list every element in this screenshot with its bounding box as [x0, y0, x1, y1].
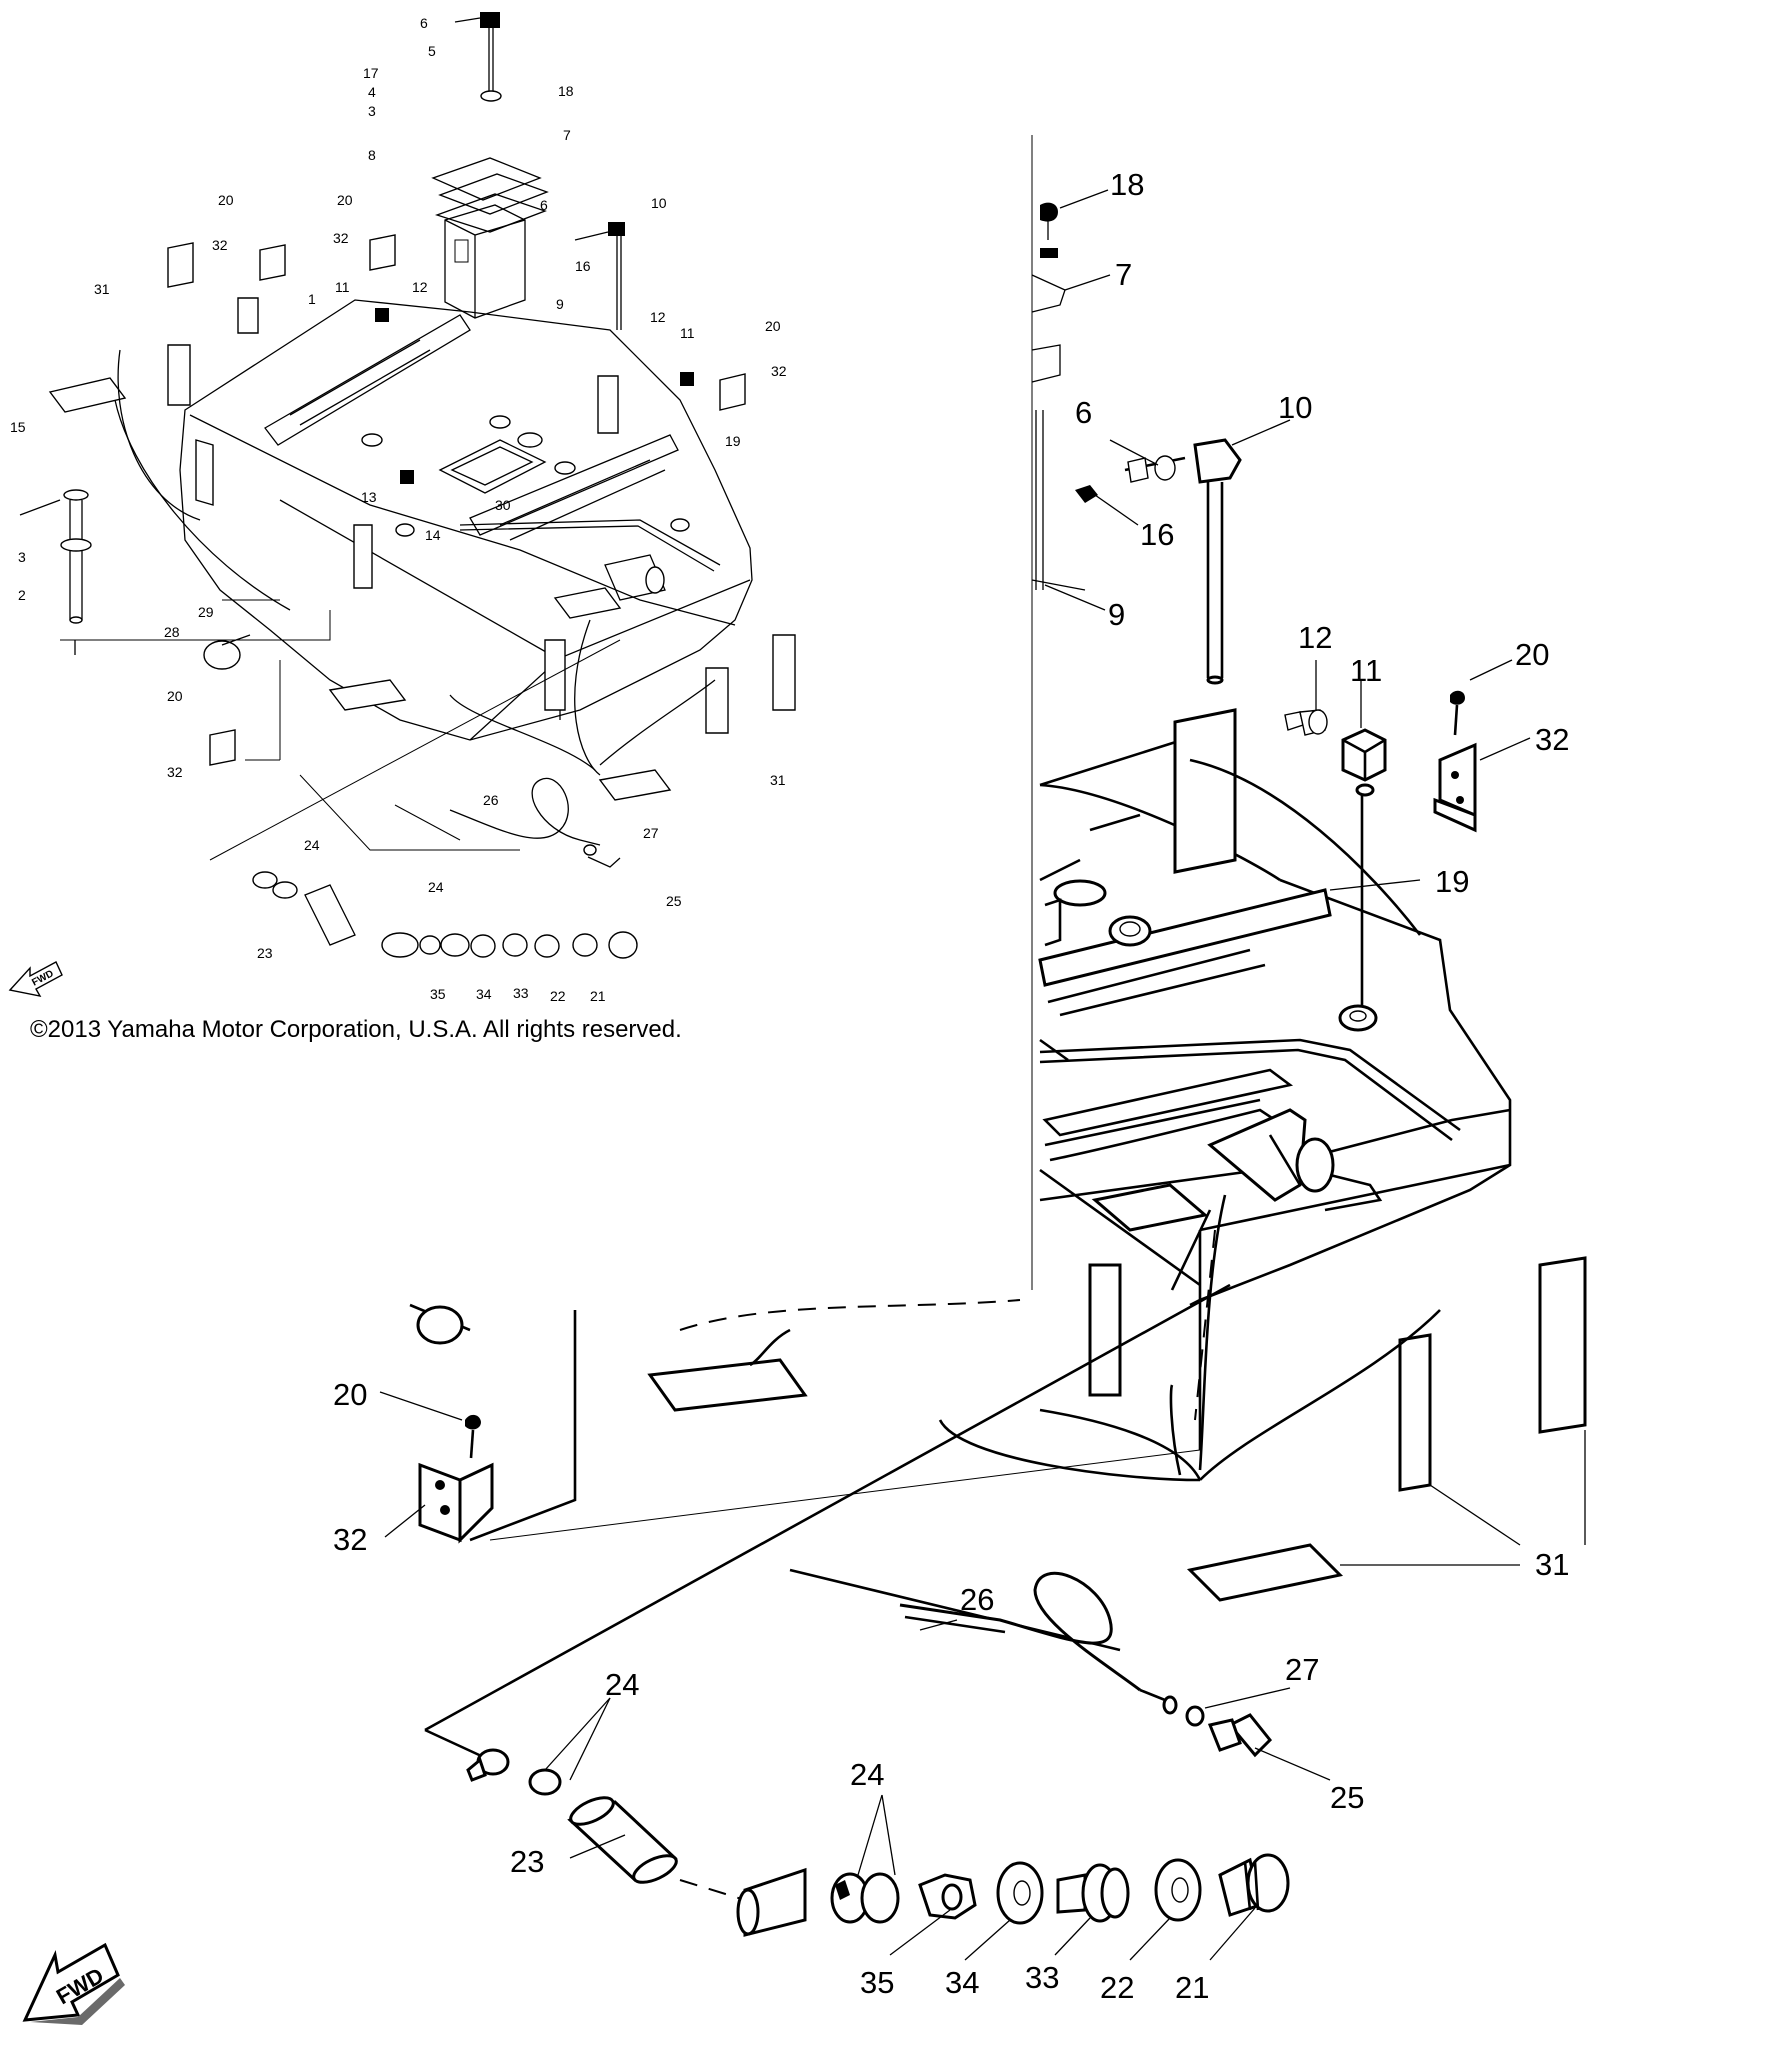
dt-label-20a: 20	[1515, 637, 1549, 672]
ov-label-15: 15	[10, 419, 26, 435]
ov-label-20c: 20	[765, 318, 781, 334]
ov-label-3: 3	[368, 103, 376, 119]
dt-label-11: 11	[1350, 653, 1382, 688]
ov-label-6: 6	[420, 15, 428, 31]
ov-label-7: 7	[563, 127, 571, 143]
ov-label-29: 29	[198, 604, 214, 620]
overview-labels: 6 5 17 4 3 18 7 8 20 20 6 10 32 32 16 9 …	[10, 15, 787, 1004]
ov-label-11b: 11	[680, 325, 695, 341]
ov-label-19: 19	[725, 433, 741, 449]
fwd-arrow-icon-small: FWD	[8, 961, 63, 997]
ov-label-3b: 3	[18, 549, 26, 565]
ov-label-11a: 11	[335, 279, 350, 295]
ov-label-9: 9	[556, 296, 564, 312]
dt-label-10: 10	[1278, 390, 1312, 425]
dt-label-22: 22	[1100, 1970, 1134, 2005]
dt-label-33: 33	[1025, 1960, 1059, 1995]
ov-label-8: 8	[368, 147, 376, 163]
overview-fuel-tank	[179, 299, 753, 741]
copyright-notice: ©2013 Yamaha Motor Corporation, U.S.A. A…	[30, 1016, 682, 1043]
ov-label-32c: 32	[771, 363, 787, 379]
ov-label-31a: 31	[94, 281, 110, 297]
ov-label-35: 35	[430, 986, 446, 1002]
dt-label-9: 9	[1108, 597, 1125, 632]
dt-label-24a: 24	[605, 1667, 639, 1702]
ov-label-20a: 20	[218, 192, 234, 208]
ov-label-30: 30	[495, 497, 511, 513]
ov-label-24a: 24	[304, 837, 320, 853]
dt-label-6: 6	[1075, 395, 1092, 430]
dt-label-19: 19	[1435, 864, 1469, 899]
ov-label-6b: 6	[540, 197, 548, 213]
dt-label-20b: 20	[333, 1377, 367, 1412]
dt-label-35: 35	[860, 1965, 894, 2000]
ov-label-20d: 20	[167, 688, 183, 704]
dt-label-18: 18	[1110, 167, 1144, 202]
dt-label-27: 27	[1285, 1652, 1319, 1687]
ov-label-21: 21	[590, 988, 606, 1004]
overview-diagram	[19, 12, 796, 959]
ov-label-34: 34	[476, 986, 492, 1002]
dt-label-7: 7	[1115, 257, 1132, 292]
dt-label-31: 31	[1535, 1547, 1569, 1582]
overview-sender-unit	[444, 204, 526, 319]
ov-label-12a: 12	[412, 279, 428, 295]
dt-label-25: 25	[1330, 1780, 1364, 1815]
dt-label-21: 21	[1175, 1970, 1209, 2005]
ov-label-13: 13	[361, 489, 377, 505]
ov-label-16: 16	[575, 258, 591, 274]
dt-label-12: 12	[1298, 620, 1332, 655]
dt-label-32b: 32	[333, 1522, 367, 1557]
ov-label-25: 25	[666, 893, 682, 909]
ov-label-2: 2	[18, 587, 26, 603]
ov-label-31b: 31	[770, 772, 786, 788]
ov-label-27: 27	[643, 825, 659, 841]
ov-label-14: 14	[425, 527, 441, 543]
dt-label-32a: 32	[1535, 722, 1569, 757]
ov-label-10: 10	[651, 195, 667, 211]
fwd-arrow-icon-large: FWD	[22, 1942, 125, 2025]
detail-diagram	[409, 135, 1587, 1937]
ov-label-12b: 12	[650, 309, 666, 325]
ov-label-32a: 32	[212, 237, 228, 253]
ov-label-22: 22	[550, 988, 566, 1004]
ov-label-1: 1	[308, 291, 316, 307]
ov-label-28: 28	[164, 624, 180, 640]
dt-label-16: 16	[1140, 517, 1174, 552]
detail-leaders	[379, 189, 1586, 1961]
ov-label-32b: 32	[333, 230, 349, 246]
dt-label-34: 34	[945, 1965, 979, 2000]
dt-label-26: 26	[960, 1582, 994, 1617]
detail-labels: 18 7 6 10 16 9 12 11 20 32 19 20 32 31 2…	[333, 167, 1569, 2005]
ov-label-17: 17	[363, 65, 379, 81]
ov-label-20b: 20	[337, 192, 353, 208]
ov-label-5: 5	[428, 43, 436, 59]
ov-label-26: 26	[483, 792, 499, 808]
ov-label-33: 33	[513, 985, 529, 1001]
ov-label-32d: 32	[167, 764, 183, 780]
dt-label-23: 23	[510, 1844, 544, 1879]
ov-label-23: 23	[257, 945, 273, 961]
dt-label-24b: 24	[850, 1757, 884, 1792]
ov-label-24b: 24	[428, 879, 444, 895]
ov-label-4: 4	[368, 84, 376, 100]
ov-label-18: 18	[558, 83, 574, 99]
